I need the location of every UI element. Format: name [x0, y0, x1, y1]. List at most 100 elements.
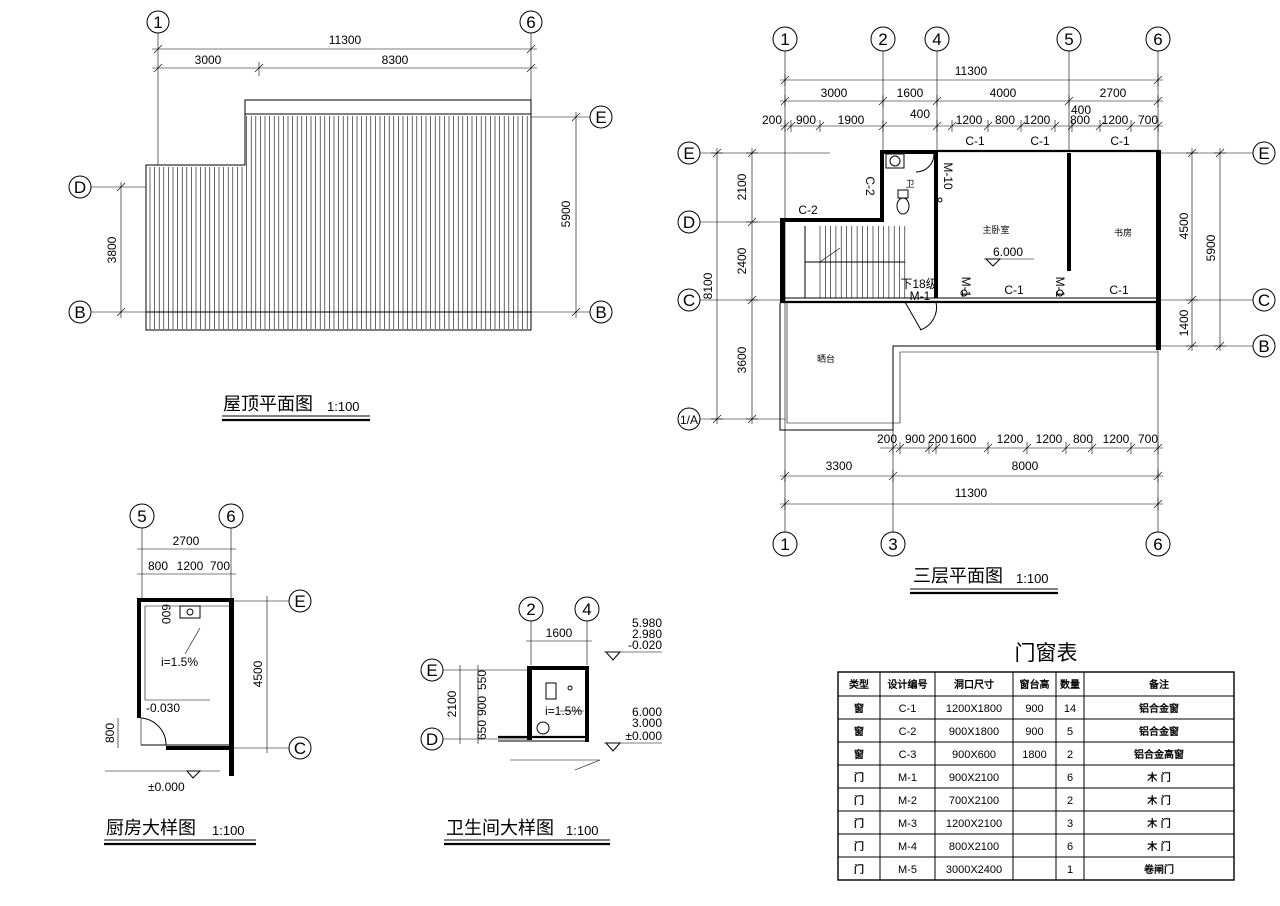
tf-dim-200: 200 [762, 113, 782, 127]
kitchen-title: 厨房大样图 1:100 [104, 818, 256, 846]
schedule-cell: 铝合金窗 [1139, 702, 1179, 715]
schedule-title: 门窗表 [1015, 641, 1078, 665]
bath-level-6000: 6.000 [632, 705, 662, 719]
kitchen-dim-1200: 1200 [177, 559, 204, 573]
tf-room-master: 主卧室 [982, 224, 1009, 236]
tf-axis-6-top: 6 [1153, 30, 1162, 49]
bath-slope: i=1.5% [545, 704, 582, 718]
tf-dim-b-700: 700 [1138, 432, 1158, 446]
tf-dim-4000: 4000 [990, 86, 1017, 100]
tf-walls [779, 149, 1161, 431]
axis-label-1: 1 [153, 13, 162, 32]
tf-dim-2100: 2100 [735, 173, 749, 200]
tf-dim-1600: 1600 [897, 86, 924, 100]
schedule-cell: M-5 [898, 864, 917, 876]
bath-level-0000: ±0.000 [625, 729, 662, 743]
tf-label-c1-e: C-1 [1109, 283, 1129, 297]
schedule-cell: 3 [1067, 818, 1073, 830]
kitchen-title-text: 厨房大样图 [106, 818, 196, 839]
schedule-cell: 窗 [854, 725, 864, 738]
schedule-cell: 木 门 [1146, 771, 1170, 784]
kitchen-dim-800: 800 [148, 559, 168, 573]
kitchen-axis-5: 5 [137, 507, 146, 526]
tf-axis-5-top: 5 [1064, 30, 1073, 49]
tf-label-c1-b: C-1 [1030, 134, 1050, 148]
kitchen-dim-600: 600 [159, 604, 173, 624]
schedule-cell: 门 [854, 840, 864, 853]
tf-dim-b-1600: 1600 [950, 432, 977, 446]
tf-level-6000: 6.000 [993, 245, 1023, 259]
schedule-cell: 6 [1067, 841, 1073, 853]
tf-label-c1-a: C-1 [965, 134, 985, 148]
kitchen-level-low: -0.030 [146, 701, 180, 715]
tf-dim-800b: 800 [1070, 113, 1090, 127]
roof-dim-3000: 3000 [195, 53, 222, 67]
tf-dim-2400: 2400 [735, 247, 749, 274]
tf-right-dimensions: 4500 1400 5900 [1177, 148, 1226, 351]
axis-label-B-right: B [595, 303, 606, 322]
schedule-cell: M-2 [898, 795, 917, 807]
roof-axis-lines [91, 33, 590, 313]
schedule-header-cell: 设计编号 [888, 678, 928, 691]
schedule-cell: 5 [1067, 726, 1073, 738]
schedule-cell: 门 [854, 771, 864, 784]
tf-dim-8100: 8100 [701, 272, 715, 299]
schedule-cell: 3000X2400 [946, 864, 1002, 876]
tf-dim-1200b: 1200 [1024, 113, 1051, 127]
schedule-header-cell: 窗台高 [1020, 678, 1050, 691]
bath-level-5980: 5.980 [632, 616, 662, 630]
tf-dim-3600: 3600 [735, 346, 749, 373]
tf-left-dimensions: 8100 2100 2400 3600 [701, 148, 758, 424]
schedule-cell: M-3 [898, 818, 917, 830]
kitchen-dim-4500: 4500 [251, 660, 265, 687]
schedule-cell: 1200X1800 [946, 703, 1002, 715]
schedule-cell: 800X2100 [949, 841, 999, 853]
tf-room-terrace: 晒台 [817, 353, 835, 365]
tf-dim-400-extra: 400 [1071, 103, 1091, 117]
schedule-cell: 窗 [854, 702, 864, 715]
bathroom-title-text: 卫生间大样图 [446, 818, 554, 839]
roof-outline [145, 99, 532, 331]
schedule-cell: C-1 [899, 703, 917, 715]
schedule-cell: C-2 [899, 726, 917, 738]
bath-dim-650: 650 [475, 720, 489, 740]
tf-dim-700: 700 [1138, 113, 1158, 127]
schedule-header-cell: 备注 [1148, 678, 1169, 691]
tf-dim-b-900: 900 [905, 432, 925, 446]
tf-dim-1200c: 1200 [1102, 113, 1129, 127]
tf-dim-400: 400 [910, 107, 930, 121]
kitchen-dim-2700: 2700 [173, 534, 200, 548]
schedule-header-cell: 数量 [1060, 678, 1080, 691]
tf-label-c1-d: C-1 [1004, 283, 1024, 297]
schedule-cell: 1 [1067, 864, 1073, 876]
schedule-cell: C-3 [899, 749, 917, 761]
axis-label-6: 6 [526, 13, 535, 32]
tf-top-dimensions: 11300 3000 1600 4000 2700 200 900 1900 4… [762, 64, 1163, 132]
schedule-cell: M-1 [898, 772, 917, 784]
third-floor-plan: 1 2 4 5 6 1 3 6 E D C 1/A E C B [677, 26, 1276, 595]
tf-dim-b-1200b: 1200 [1036, 432, 1063, 446]
tf-side-axis-bubbles: E D C 1/A E C B [677, 141, 1276, 431]
tf-axis-D-left: D [683, 213, 695, 232]
tf-room-wc: 卫 [905, 180, 914, 190]
schedule-cell: 900X600 [952, 749, 996, 761]
roof-dim-3800: 3800 [105, 236, 119, 263]
bath-dim-900: 900 [475, 696, 489, 716]
roof-dimensions: 11300 3000 8300 3800 5900 [105, 33, 581, 318]
roof-axis-bubbles: 1 6 D B E B [68, 10, 613, 324]
tf-dim-b-200b: 200 [928, 432, 948, 446]
tf-axis-C-left: C [683, 291, 695, 310]
schedule-header-cell: 类型 [849, 678, 869, 691]
roof-dim-total: 11300 [329, 33, 362, 47]
schedule-cell: 窗 [854, 748, 864, 761]
tf-top-axis-bubbles: 1 2 4 5 6 [772, 26, 1171, 52]
tf-axis-B-right: B [1258, 337, 1269, 356]
tf-axis-3-bottom: 3 [888, 535, 897, 554]
tf-label-c2: C-2 [798, 203, 818, 217]
tf-dim-900: 900 [796, 113, 816, 127]
schedule-cell: 900 [1025, 726, 1043, 738]
tf-axis-2-top: 2 [878, 30, 887, 49]
